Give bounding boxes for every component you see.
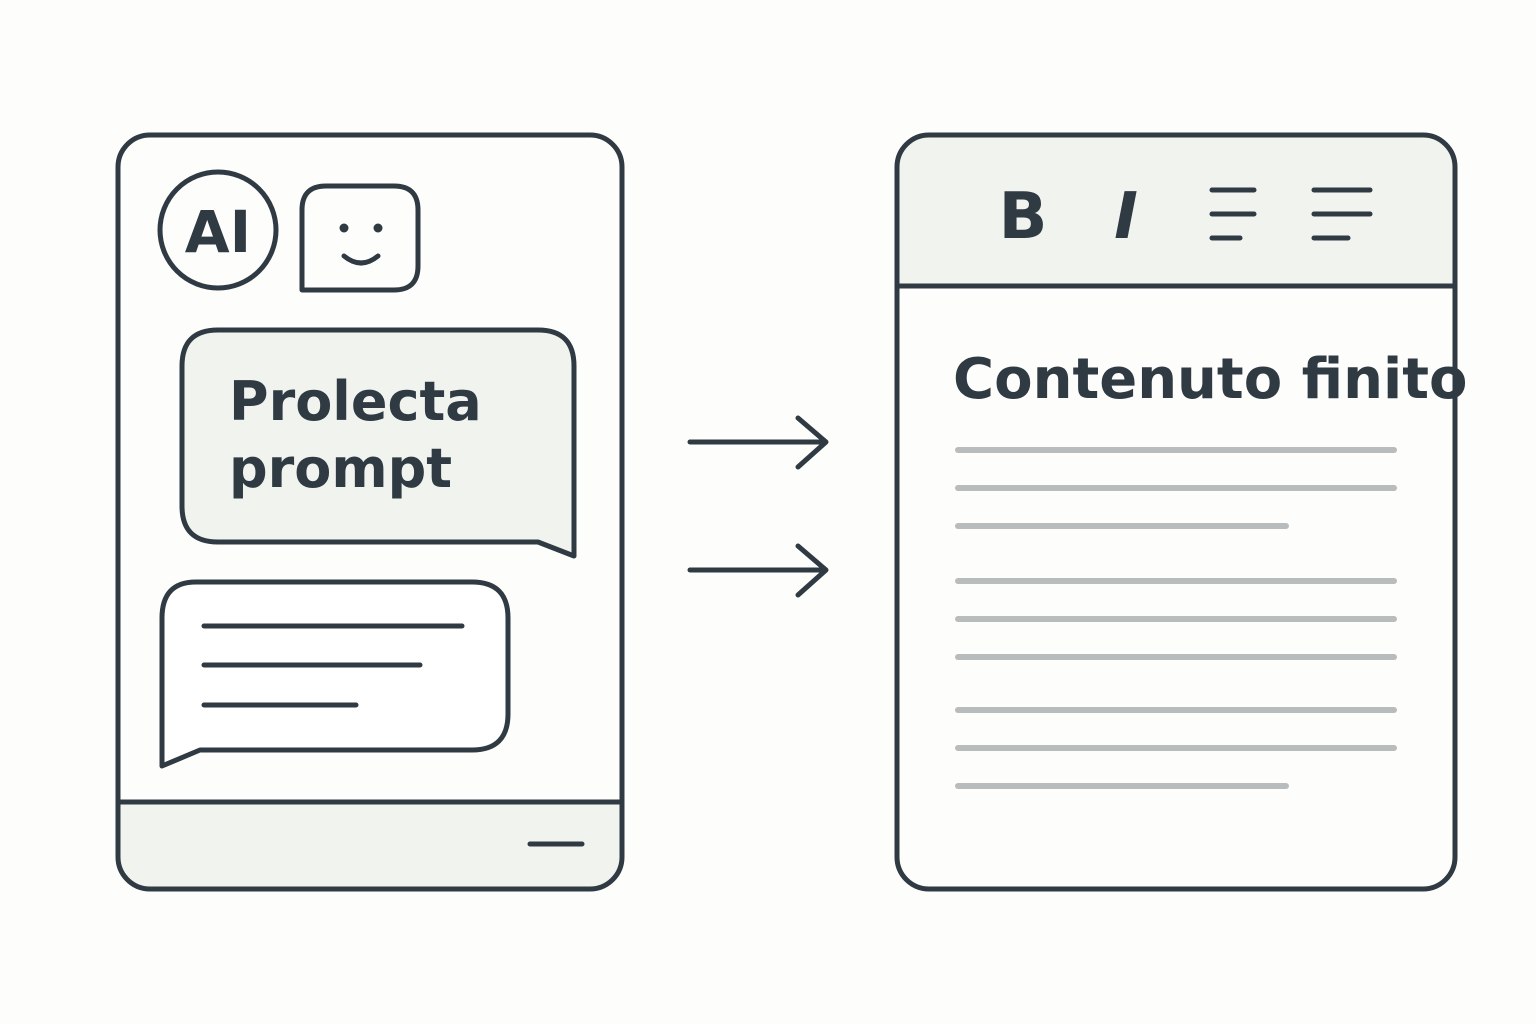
ai-badge-label: AI [185, 198, 251, 266]
editor-paragraph [955, 447, 1397, 529]
arrow-right-icon [687, 415, 829, 470]
editor-title: Contenuto finito [953, 347, 1467, 412]
editor-toolbar [897, 135, 1455, 286]
bold-button[interactable]: B [999, 180, 1048, 254]
editor-panel: B I Contenuto finito [894, 132, 1467, 892]
align-center-icon[interactable] [1209, 187, 1257, 241]
arrow-right-icon [687, 543, 829, 598]
italic-button[interactable]: I [1114, 180, 1138, 254]
ai-badge-circle [157, 169, 279, 291]
ai-badge: AI [157, 169, 279, 291]
reply-bubble [159, 579, 511, 769]
prompt-bubble-line1: Prolecta [229, 370, 482, 433]
editor-paragraph [955, 707, 1397, 789]
prompt-bubble: Prolecta prompt [179, 327, 577, 559]
smiley-chat-icon [299, 183, 421, 293]
chat-panel: AI Prolecta prompt [115, 132, 625, 892]
chat-panel-frame [115, 132, 625, 892]
prompt-bubble-line2: prompt [229, 437, 452, 500]
editor-paragraph [955, 578, 1397, 660]
align-left-icon[interactable] [1311, 187, 1373, 241]
chat-footer-bar [120, 802, 620, 888]
editor-panel-frame [894, 132, 1458, 892]
